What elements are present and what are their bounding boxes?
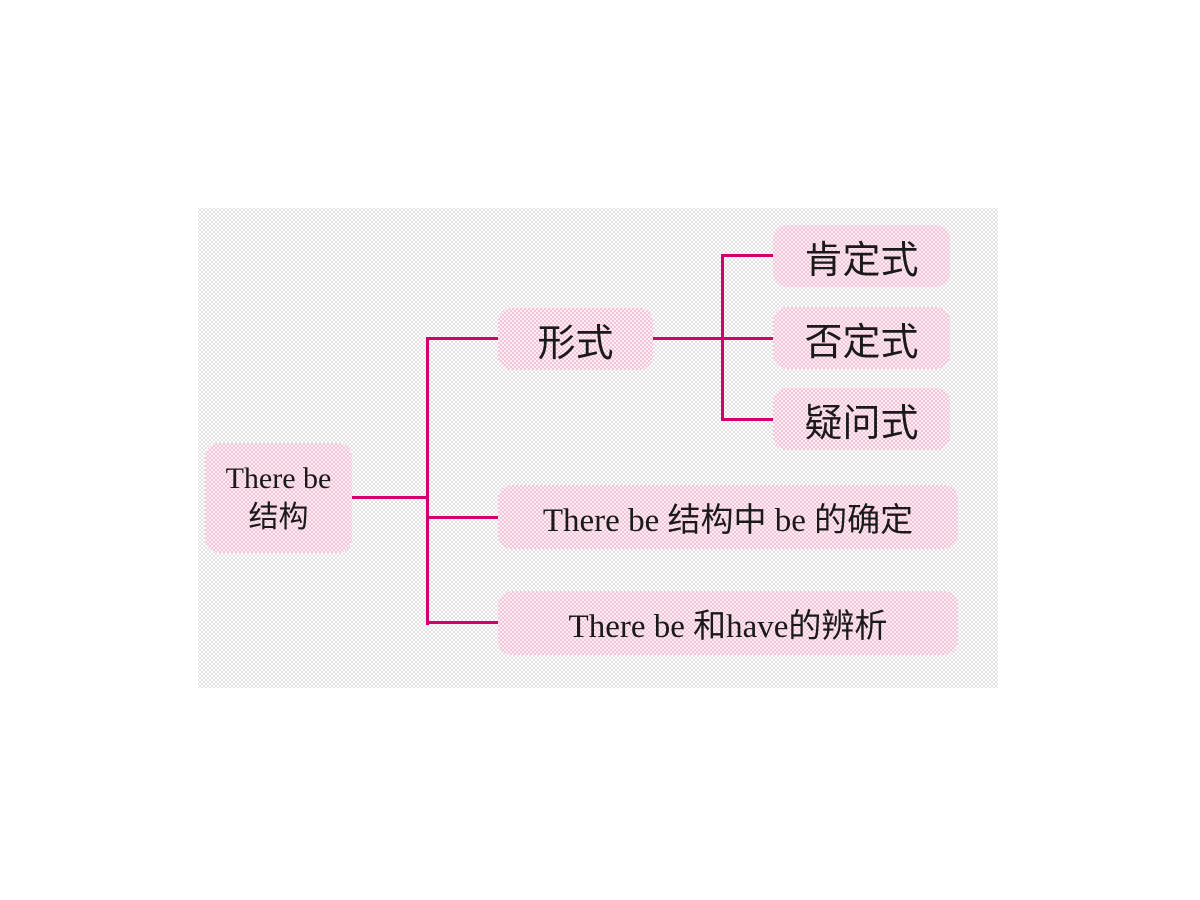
node-root-there-be: There be 结构 <box>205 443 352 553</box>
edge-trunk-to-determination <box>426 516 498 519</box>
node-be-determination: There be 结构中 be 的确定 <box>498 485 958 549</box>
node-form: 形式 <box>498 308 653 370</box>
node-form-label: 形式 <box>537 322 614 365</box>
edge-trunk-to-comparison <box>426 621 498 624</box>
root-label-line2: 结构 <box>248 501 309 534</box>
node-negative-label: 否定式 <box>804 321 919 364</box>
edge-subtrunk-to-interrogative <box>721 418 773 421</box>
node-interrogative: 疑问式 <box>773 388 950 450</box>
node-affirmative-label: 肯定式 <box>804 239 919 282</box>
edge-subtrunk-to-affirmative <box>721 254 773 257</box>
edge-trunk-to-form <box>426 337 498 340</box>
root-label-line1: There be <box>225 462 332 495</box>
edge-subtrunk-to-negative <box>721 337 773 340</box>
node-negative: 否定式 <box>773 307 950 369</box>
edge-root-to-trunk <box>352 496 429 499</box>
node-be-determination-label: There be 结构中 be 的确定 <box>542 503 914 539</box>
root-node-label: There be 结构 <box>226 459 332 537</box>
edge-left-trunk <box>426 337 429 625</box>
node-have-comparison: There be 和have的辨析 <box>498 591 958 655</box>
node-have-comparison-label: There be 和have的辨析 <box>568 609 888 645</box>
node-affirmative: 肯定式 <box>773 225 950 287</box>
edge-form-to-subtrunk <box>653 337 724 340</box>
node-interrogative-label: 疑问式 <box>804 402 919 445</box>
